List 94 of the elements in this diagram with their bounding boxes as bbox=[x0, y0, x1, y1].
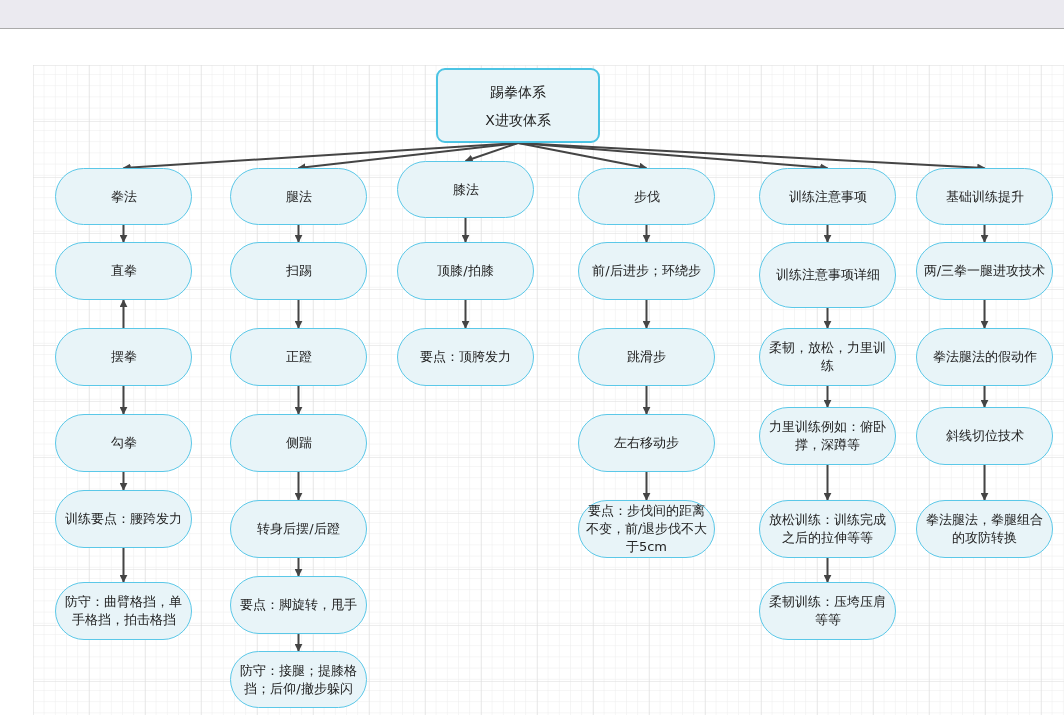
node-text: 前/后进步；环绕步 bbox=[592, 262, 701, 280]
rounded-box bbox=[916, 242, 1053, 300]
node-text: 侧踹 bbox=[285, 434, 312, 452]
arrow bbox=[294, 224, 303, 243]
arrow bbox=[119, 299, 128, 329]
arrow bbox=[294, 385, 303, 415]
arrow bbox=[119, 224, 128, 243]
arrow bbox=[642, 385, 651, 415]
arrow bbox=[461, 217, 470, 243]
rounded-box bbox=[759, 407, 896, 465]
arrow bbox=[980, 299, 989, 329]
rounded-box bbox=[55, 242, 192, 300]
arrow bbox=[642, 299, 651, 329]
node-text: 训练要点：腰跨发力 bbox=[65, 510, 182, 528]
rounded-box bbox=[916, 168, 1053, 225]
node-text: 直拳 bbox=[110, 262, 137, 280]
node-text: 柔韧训练：压垮压肩等等 bbox=[768, 593, 887, 629]
rounded-box bbox=[55, 582, 192, 640]
node-text: 跳滑步 bbox=[627, 348, 666, 366]
node-text: 摆拳 bbox=[110, 348, 137, 366]
arrow bbox=[823, 307, 832, 329]
rounded-box bbox=[230, 500, 367, 558]
arrow bbox=[461, 299, 470, 329]
rounded-box bbox=[397, 242, 534, 300]
node-text: 斜线切位技术 bbox=[945, 427, 1024, 445]
arrow bbox=[980, 224, 989, 243]
node-text: 训练注意事项 bbox=[788, 187, 867, 206]
node-text: 转身后摆/后蹬 bbox=[257, 520, 340, 538]
rounded-box bbox=[230, 414, 367, 472]
rounded-box bbox=[397, 161, 534, 218]
node-text: 步伐 bbox=[633, 187, 660, 206]
rounded-box bbox=[230, 168, 367, 225]
node-text: 膝法 bbox=[452, 180, 479, 199]
node-text: 顶膝/拍膝 bbox=[437, 262, 494, 280]
rounded-box bbox=[578, 242, 715, 300]
rounded-box bbox=[916, 328, 1053, 386]
node-text: 防守：接腿；提膝格挡；后仰/撤步躲闪 bbox=[239, 661, 358, 698]
arrow bbox=[294, 633, 303, 652]
rounded-box bbox=[397, 328, 534, 386]
rounded-box bbox=[759, 168, 896, 225]
node-text: 拳法腿法的假动作 bbox=[932, 348, 1037, 366]
arrow bbox=[294, 557, 303, 577]
node-text: 要点：步伐间的距离不变，前/退步伐不大于5cm bbox=[585, 502, 708, 556]
arrow bbox=[294, 299, 303, 329]
node-text: 正蹬 bbox=[285, 348, 312, 366]
rounded-box bbox=[55, 414, 192, 472]
node-text: 左右移动步 bbox=[614, 434, 679, 452]
arrow bbox=[823, 385, 832, 408]
node-text: 要点：脚旋转，甩手 bbox=[240, 596, 357, 614]
node-text: 力里训练例如：俯卧撑，深蹲等 bbox=[768, 418, 887, 454]
rounded-box bbox=[916, 500, 1053, 558]
node-text: 放松训练：训练完成之后的拉伸等等 bbox=[768, 511, 887, 547]
rounded-box bbox=[230, 576, 367, 634]
root-box bbox=[436, 68, 600, 143]
rounded-box bbox=[759, 582, 896, 640]
node-text: 训练注意事项详细 bbox=[775, 266, 880, 284]
node-text: 两/三拳一腿进攻技术 bbox=[923, 262, 1046, 280]
rounded-box bbox=[578, 328, 715, 386]
node-text: 防守：曲臂格挡，单手格挡，拍击格挡 bbox=[64, 593, 183, 629]
rounded-box bbox=[916, 407, 1053, 465]
arrow bbox=[980, 385, 989, 408]
arrow bbox=[464, 142, 519, 163]
node-text: X进攻体系 bbox=[485, 110, 551, 129]
rounded-box bbox=[759, 328, 896, 386]
rounded-box bbox=[578, 414, 715, 472]
arrow bbox=[119, 547, 128, 583]
node-text: 拳法腿法，拳腿组合的攻防转换 bbox=[925, 511, 1044, 547]
node-text: 踢拳体系 bbox=[490, 82, 546, 101]
rounded-box bbox=[759, 242, 896, 308]
node-text: 拳法 bbox=[110, 187, 137, 206]
arrow bbox=[642, 224, 651, 243]
node-text: 腿法 bbox=[285, 187, 312, 206]
node-text: 基础训练提升 bbox=[945, 187, 1024, 206]
rounded-box bbox=[230, 651, 367, 708]
arrow bbox=[294, 471, 303, 501]
arrow bbox=[823, 557, 832, 583]
rounded-box bbox=[55, 328, 192, 386]
arrow bbox=[642, 471, 651, 501]
node-text: 勾拳 bbox=[110, 434, 137, 452]
arrow bbox=[823, 464, 832, 501]
rounded-box bbox=[55, 490, 192, 548]
node-text: 扫踢 bbox=[285, 262, 312, 280]
arrow bbox=[980, 464, 989, 501]
arrow bbox=[119, 385, 128, 415]
rounded-box bbox=[578, 500, 715, 558]
rounded-box bbox=[578, 168, 715, 225]
arrow bbox=[119, 471, 128, 491]
rounded-box bbox=[759, 500, 896, 558]
rounded-box bbox=[230, 328, 367, 386]
arrow bbox=[823, 224, 832, 243]
rounded-box bbox=[55, 168, 192, 225]
node-text: 柔韧，放松，力里训练 bbox=[768, 339, 887, 375]
node-text: 要点：顶胯发力 bbox=[420, 348, 511, 366]
rounded-box bbox=[230, 242, 367, 300]
